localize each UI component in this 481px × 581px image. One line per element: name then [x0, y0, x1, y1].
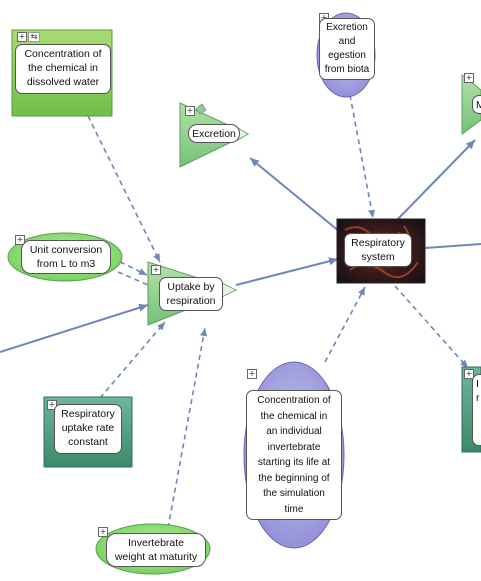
node-excretion-egestion-label: Excretion and egestion from biota — [319, 18, 375, 80]
uptake-output-arrow-icon — [221, 282, 237, 298]
node-conc-invertebrate-label: Concentration of the chemical in an indi… — [246, 390, 342, 520]
node-right-top-partial-shape[interactable] — [461, 73, 481, 135]
node-respiratory-uptake-rate-label: Respiratory uptake rate constant — [54, 404, 122, 454]
link-respiratory-to-right-top — [394, 139, 476, 223]
node-right-mid-partial-label: I r — [472, 374, 481, 446]
expand-invertebrate-weight-icon[interactable]: + — [98, 527, 108, 537]
expand-unit-conversion-icon[interactable]: + — [15, 235, 25, 245]
link-respiratory-to-excretion — [249, 157, 341, 233]
link-left-to-uptake — [0, 303, 149, 353]
expand-excretion-icon[interactable]: + — [185, 106, 195, 116]
node-conc-dissolved-label: Concentration of the chemical in dissolv… — [15, 44, 111, 94]
link-dissolved-to-uptake — [87, 115, 161, 263]
link-dissolved-icon: ⇆ — [28, 32, 40, 42]
node-excretion-label: Excretion — [188, 124, 240, 143]
link-invertebrate-to-respiratory — [324, 286, 366, 363]
link-excretion-egestion-to-respiratory — [349, 94, 375, 219]
link-weight-to-uptake — [167, 327, 207, 529]
link-respiratory-to-right — [424, 243, 481, 249]
expand-conc-invertebrate-icon[interactable]: + — [247, 369, 257, 379]
excretion-flag-icon — [195, 103, 207, 115]
link-uptake-to-respiratory — [235, 257, 339, 286]
link-rate-to-uptake — [99, 321, 166, 399]
links — [0, 94, 481, 529]
link-unitconv-to-uptake — [111, 257, 148, 276]
node-invertebrate-weight-label: Invertebrate weight at maturity — [106, 533, 206, 567]
expand-right-top-icon[interactable]: + — [464, 73, 474, 83]
node-right-top-partial-label: M — [472, 95, 481, 114]
expand-right-mid-icon[interactable]: + — [464, 369, 474, 379]
node-uptake-respiration-label: Uptake by respiration — [159, 277, 223, 311]
link-unitconv2-to-uptake — [117, 271, 149, 286]
expand-uptake-respiration-icon[interactable]: + — [151, 265, 161, 275]
link-respiratory-to-right-mid — [394, 285, 469, 369]
node-unit-conversion-label: Unit conversion from L to m3 — [21, 240, 111, 274]
expand-dissolved-icon[interactable]: + — [17, 32, 27, 42]
node-respiratory-system-label: Respiratory system — [344, 233, 412, 267]
